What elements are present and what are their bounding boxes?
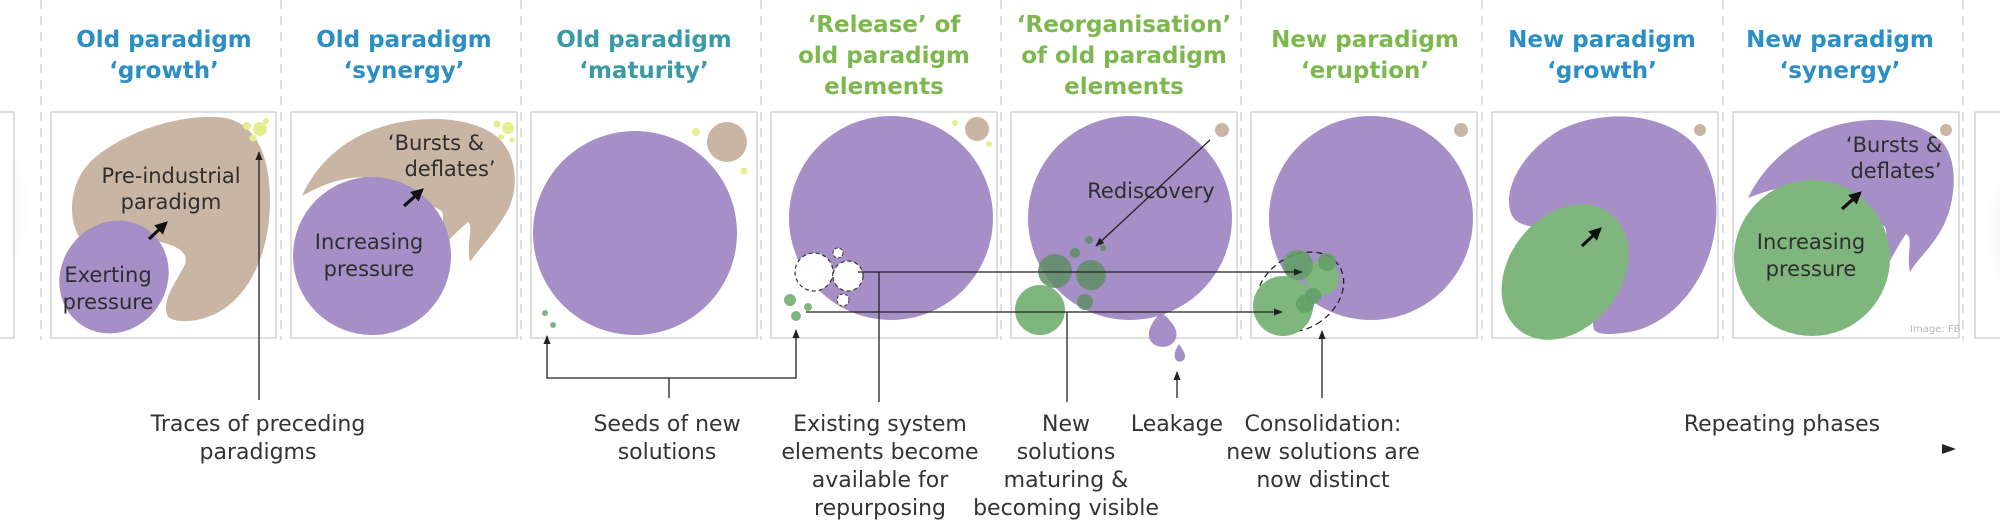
label-bursts-deflates: ‘Bursts &deflates’ [388,131,496,181]
phase-separators [40,0,1964,340]
panel-3-shapes [533,122,748,335]
label-rediscovery: Rediscovery [1087,179,1214,203]
panel-5-shapes [1015,116,1232,362]
edge-box-left [0,111,15,339]
image-credit: Image: FB [1910,324,1961,335]
panel-2-shapes [293,118,515,335]
edge-box-right [1974,111,2000,339]
panel-6-shapes [1253,116,1473,336]
panel-4-shapes [784,116,993,321]
phase-title-8: New paradigm‘synergy’ [1746,27,1934,84]
phase-title-1: Old paradigm‘growth’ [76,27,252,84]
phase-title-3: Old paradigm‘maturity’ [556,27,732,84]
label-bursts-deflates-2: ‘Bursts &deflates’ [1846,133,1942,183]
annotation-repeating-phases: Repeating phases [1684,412,1880,437]
phase-title-7: New paradigm‘growth’ [1508,27,1696,84]
edge-fragment-right [1985,178,2000,282]
annotation-leakage: Leakage [1131,412,1223,437]
panel-8-shapes: Image: FB [1734,119,1961,336]
leader-lines [255,151,1956,454]
panel-7-shapes [1501,116,1717,340]
phase-title-6: New paradigm‘eruption’ [1271,27,1459,84]
panel-1-shapes [59,116,270,334]
phase-title-2: Old paradigm‘synergy’ [316,27,492,84]
